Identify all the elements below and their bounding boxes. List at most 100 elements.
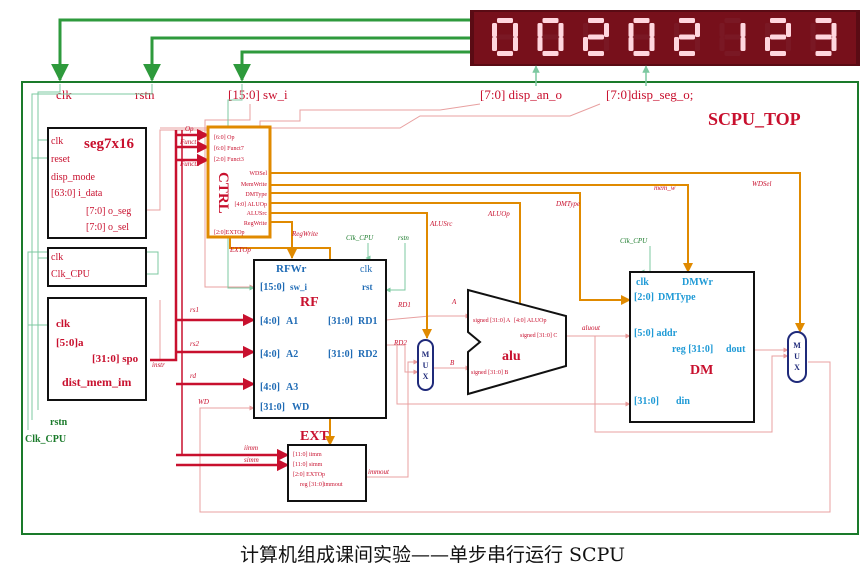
display-segment-g bbox=[633, 34, 650, 40]
mux-alusrc-label: MUX bbox=[422, 350, 430, 381]
display-segment-f bbox=[719, 23, 725, 37]
rf-port-7: [4:0] bbox=[260, 349, 280, 360]
scpu-top-frame bbox=[21, 81, 859, 535]
display-segment-g bbox=[724, 34, 741, 40]
seven-segment-display bbox=[470, 10, 860, 66]
rf-port-2: rst bbox=[362, 282, 373, 292]
mux-letter: X bbox=[794, 363, 800, 372]
rf-port-3: [4:0] bbox=[260, 316, 280, 327]
seg7-port-disp-mode: disp_mode bbox=[51, 172, 95, 183]
wire-label-4: EXTOp bbox=[229, 246, 251, 254]
mux-letter: M bbox=[793, 341, 801, 350]
internal-thin-wires bbox=[135, 103, 831, 513]
display-segment-g bbox=[679, 34, 695, 40]
im-port-a: [5:0]a bbox=[56, 337, 84, 349]
wire-label-1: Funct7 bbox=[179, 138, 200, 146]
mux-letter: U bbox=[423, 361, 429, 370]
display-segment-f bbox=[674, 23, 679, 37]
mux-wdsel: MUX bbox=[787, 331, 807, 383]
display-segment-e bbox=[765, 37, 770, 51]
clkdiv-port-clk-cpu: Clk_CPU bbox=[51, 269, 91, 280]
wire-label-14: rs2 bbox=[190, 340, 199, 348]
seg7-port-o-sel: [7:0] o_sel bbox=[86, 222, 129, 233]
display-segment-c bbox=[513, 37, 518, 51]
seg7-port-clk: clk bbox=[51, 136, 63, 147]
clkdiv-port-clk: clk bbox=[51, 252, 63, 263]
instruction-bus bbox=[150, 128, 290, 472]
im-port-spo: [31:0] spo bbox=[92, 353, 139, 365]
rf-port-4: A1 bbox=[286, 316, 298, 327]
dm-port-8: din bbox=[676, 396, 690, 407]
mux-letter: U bbox=[794, 352, 800, 361]
wire-label-20: RD1 bbox=[397, 301, 411, 309]
display-feedback-wires bbox=[51, 18, 470, 82]
ctrl-in-op: [6:0] Op bbox=[214, 135, 235, 141]
display-segment-a bbox=[588, 18, 604, 23]
ctrl-out-memwrite: MemWrite bbox=[241, 182, 267, 188]
dm-port-0: clk bbox=[636, 277, 649, 288]
display-segment-e bbox=[537, 37, 543, 51]
display-segment-f bbox=[537, 23, 543, 37]
dm-port-7: [31:0] bbox=[634, 396, 659, 407]
display-segment-a bbox=[815, 18, 832, 23]
display-digit-1 bbox=[537, 18, 564, 56]
rf-port-11: [4:0] bbox=[260, 382, 280, 393]
wire-label-2: Funct3 bbox=[179, 160, 200, 168]
ctrl-in-funct7: [6:0] Funct7 bbox=[214, 146, 244, 152]
seg7x16-block: seg7x16 clk reset disp_mode [63:0] i_dat… bbox=[47, 127, 147, 239]
display-segment-f bbox=[810, 23, 816, 37]
wire-label-12: Clk_CPU bbox=[620, 237, 648, 245]
display-segment-a bbox=[497, 18, 513, 23]
ext-block: EXT [11:0] iimm [11:0] simm [2:0] EXTOp … bbox=[287, 429, 367, 502]
wire-label-17: iimm bbox=[244, 444, 258, 452]
ctrl-out-extop: [2:0]EXTOp bbox=[214, 230, 245, 236]
dm-port-3: DMType bbox=[658, 292, 696, 303]
display-segment-d bbox=[770, 51, 786, 56]
wire-label-10: Clk_CPU bbox=[346, 234, 374, 242]
display-segment-c bbox=[649, 37, 655, 51]
display-digit-2 bbox=[583, 18, 609, 56]
alu-port-b: signed [31:0] B bbox=[471, 370, 508, 376]
wire-label-22: RD2 bbox=[393, 339, 407, 347]
display-segment-a bbox=[724, 18, 741, 23]
display-segment-d bbox=[588, 51, 604, 56]
wire-label-5: ALUSrc bbox=[429, 220, 453, 228]
dm-port-1: DMWr bbox=[682, 277, 713, 288]
wire-label-7: DMType bbox=[555, 200, 580, 208]
mux-letter: X bbox=[423, 372, 429, 381]
outside-clk-cpu: Clk_CPU bbox=[25, 434, 66, 445]
display-segment-b bbox=[831, 23, 837, 37]
alu-port-a: signed [31:0] A bbox=[473, 318, 511, 324]
rf-port-10: RD2 bbox=[358, 349, 377, 360]
display-digit-5 bbox=[719, 18, 746, 56]
rf-port-5: [31:0] bbox=[328, 316, 353, 327]
ctrl-in-funct3: [2:0] Funct3 bbox=[214, 157, 244, 163]
page-caption: 计算机组成课间实验——单步串行运行 SCPU bbox=[239, 544, 626, 566]
display-segment-c bbox=[740, 37, 746, 51]
mux-wdsel-label: MUX bbox=[793, 341, 801, 372]
display-segment-g bbox=[542, 34, 559, 40]
outside-rstn: rstn bbox=[50, 417, 68, 428]
wire-label-23: B bbox=[450, 359, 455, 367]
dm-port-6: dout bbox=[726, 344, 746, 355]
rf-port-6: RD1 bbox=[358, 316, 377, 327]
wire-label-13: rs1 bbox=[190, 306, 199, 314]
wire-label-11: rstn bbox=[398, 234, 409, 242]
display-segment-b bbox=[558, 23, 564, 37]
clock-divider-block: clk Clk_CPU bbox=[47, 247, 147, 287]
wire-label-25: instr bbox=[152, 361, 165, 369]
display-segment-d bbox=[542, 51, 559, 56]
instruction-memory-block: clk [5:0]a [31:0] spo dist_mem_im bbox=[47, 297, 147, 401]
dm-port-5: reg [31:0] bbox=[672, 344, 713, 355]
alu-title: alu bbox=[502, 349, 521, 364]
display-segment-f bbox=[583, 23, 588, 37]
seg7-port-reset: reset bbox=[51, 154, 70, 165]
alu-port-c: signed [31:0] C bbox=[520, 333, 557, 339]
control-wires bbox=[229, 172, 805, 446]
display-segment-f bbox=[492, 23, 497, 37]
rf-port-14: WD bbox=[292, 402, 309, 413]
